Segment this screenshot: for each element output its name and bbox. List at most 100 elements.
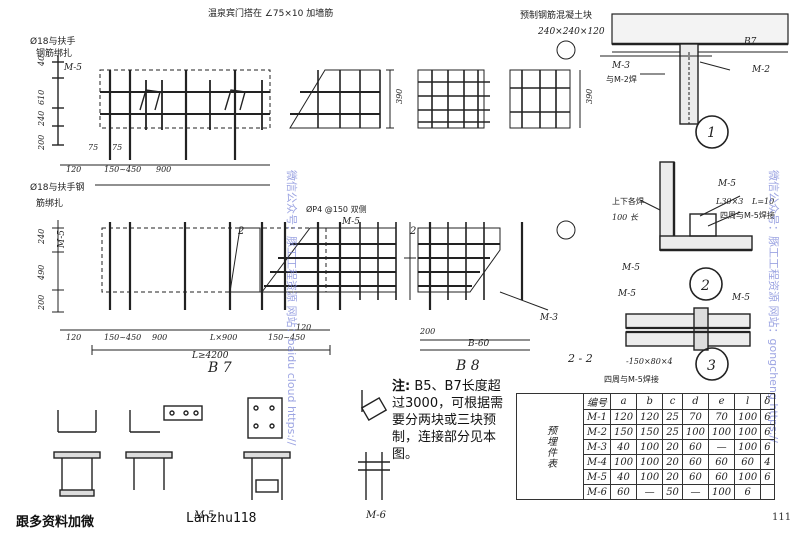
dim-390a: 390 [395, 89, 404, 104]
table-header-row: 预埋件表 编号 a b c d e l δ [516, 393, 775, 500]
panel-fourth-top [509, 69, 581, 129]
precast-block-dim: 240×240×120 [537, 27, 605, 37]
table-cell: M-3 [583, 439, 611, 455]
mark-m5-e: M-5 [621, 263, 640, 273]
dim-75a: 75 [88, 143, 98, 152]
dim-150-450b: 150~450 [104, 333, 141, 342]
watermark-left: 微信公众号：豚工工程资源 网站：baidu cloud https:// [285, 170, 299, 446]
table-cell: 60 [609, 484, 638, 500]
table-cell: M-5 [583, 469, 611, 485]
section-mark-2b: 2 [409, 226, 416, 237]
dim-120c: 120 [296, 323, 311, 332]
table-cell: 40 [609, 439, 638, 455]
label-weld-m5a: 四周与M-5焊接 [720, 210, 775, 220]
watermark-right: 微信公众号：豚工工程资源 网站：gongcheng https:// [767, 170, 781, 443]
table-cell: 100 [636, 439, 664, 455]
detail-3 [625, 307, 751, 381]
table-cell: 6 [760, 409, 775, 425]
dim-390b: 390 [585, 89, 594, 104]
rebar-label-a: Ø18与扶手 [30, 35, 76, 47]
detail-1 [600, 13, 789, 149]
table-cell: 4 [760, 454, 775, 470]
table-row: M-6 60 — 50 — 100 6 [517, 484, 775, 500]
table-cell: 100 [609, 454, 638, 470]
panel-elevation-top [52, 55, 271, 186]
label-b7: B 7 [207, 360, 232, 376]
panel-b8-section [261, 222, 416, 310]
table-cell: 60 [708, 454, 736, 470]
detail-circle-2: 2 [700, 278, 710, 294]
mark-m5-d: M-5 [717, 179, 736, 189]
mark-m5-a: M-5 [63, 63, 82, 73]
table-cell: 60 [708, 469, 736, 485]
table-header: 编号 [583, 393, 611, 410]
table-cell: 6 [760, 469, 775, 485]
panel-b7-elevation [52, 220, 331, 355]
table-cell: 70 [681, 409, 710, 425]
panel-section-top [289, 69, 394, 129]
sketch-parts [53, 390, 390, 500]
table-row: M-3 40 100 20 60 — 100 6 [517, 439, 775, 455]
table-cell: — [636, 484, 664, 500]
table-cell: 100 [708, 484, 736, 500]
mark-m6: M-6 [365, 510, 387, 521]
footer-left-text: 跟多资料加微 [16, 515, 95, 530]
dim-150-450a: 150~450 [104, 165, 141, 174]
table-cell: — [708, 439, 736, 455]
table-header: d [681, 393, 710, 410]
table-cell: 6 [760, 439, 775, 455]
table-cell: 100 [636, 454, 664, 470]
table-header: e [708, 393, 736, 410]
mark-m5-h: M-5 [193, 510, 214, 521]
dim-40: 40 [37, 56, 46, 67]
dim-b60: B-60 [467, 339, 490, 349]
table-cell: 100 [734, 469, 762, 485]
table-header: l [734, 393, 762, 410]
table-cell: 60 [681, 469, 710, 485]
table-cell: 25 [662, 424, 683, 440]
footer-middle-text: Lanzhu118 [186, 511, 257, 526]
table-cell [760, 484, 775, 500]
note-block: 注: B5、B7长度超过3000，可根据需要分两块或三块预制，连接部分见本图。 [392, 378, 512, 463]
dim-200b: 200 [37, 135, 46, 151]
detail-circle-3: 3 [707, 358, 716, 374]
detail-circle-1: 1 [707, 125, 716, 141]
panel-b8-grid [417, 220, 576, 351]
label-m2-weld: 与M-2焊 [606, 74, 637, 84]
table-cell: 70 [708, 409, 736, 425]
label-l10: L=10 [751, 197, 774, 206]
label-len100: 100 长 [612, 213, 639, 222]
panel-grid-top [417, 69, 490, 129]
dim-120b: 120 [66, 333, 81, 342]
label-angle: L30×3 [715, 197, 743, 206]
dim-150-450c: 150~450 [268, 333, 305, 342]
label-weld-up: 上下各焊 [612, 196, 644, 206]
table-cell: 100 [708, 424, 736, 440]
top-title: 温泉宾门搭在 ∠75×10 加墙筋 [208, 7, 333, 19]
label-b8: B 8 [455, 358, 480, 374]
label-plate: -150×80×4 [626, 357, 673, 366]
table-cell: 150 [636, 424, 664, 440]
table-cell: 20 [662, 439, 683, 455]
dim-610: 610 [37, 90, 46, 105]
table-cell: M-2 [583, 424, 611, 440]
table-side-label: 预埋件表 [516, 393, 584, 500]
table-header: δ [760, 393, 775, 410]
table-cell: 6 [734, 484, 762, 500]
table-cell: 100 [636, 469, 664, 485]
mark-b7-detail: B7 [743, 37, 757, 47]
rebar-label-b: Ø18与扶手钢 [30, 181, 85, 193]
dim-490: 490 [37, 265, 46, 281]
table-cell: 120 [636, 409, 664, 425]
table-cell: — [681, 484, 710, 500]
table-cell: 100 [734, 424, 762, 440]
mark-m3-a: M-3 [611, 61, 630, 71]
table-header: b [636, 393, 664, 410]
mark-m5-f: M-5 [617, 289, 636, 299]
section-2-2: 2 - 2 [567, 352, 593, 365]
mark-m5-g: M-5 [731, 293, 750, 303]
table-cell: 40 [609, 469, 638, 485]
detail-ref-circle-a [556, 40, 576, 60]
table-cell: 20 [662, 454, 683, 470]
